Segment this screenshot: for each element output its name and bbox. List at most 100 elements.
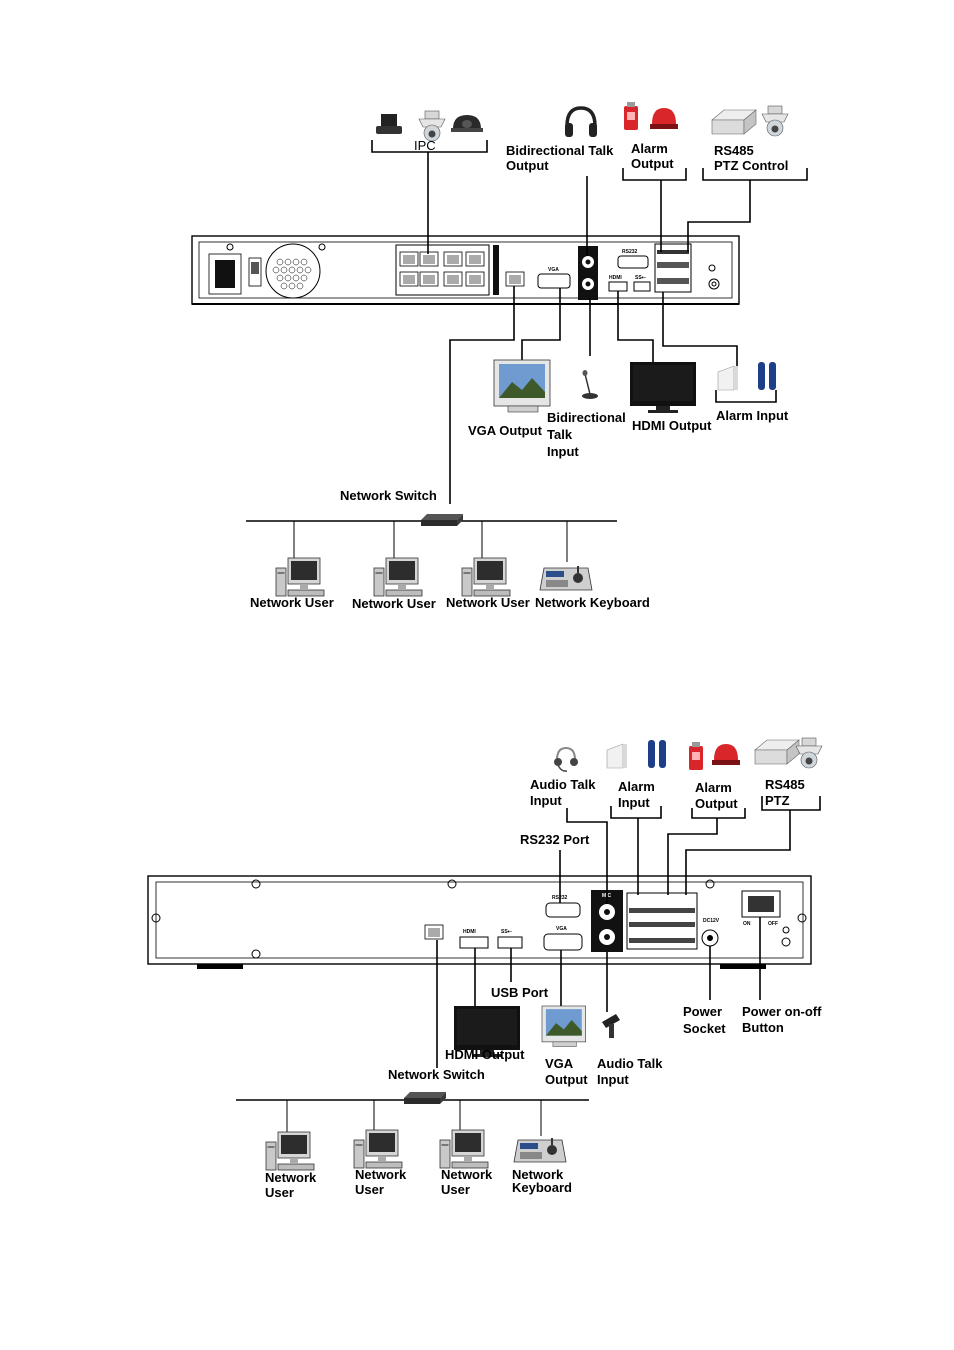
ipc-label: IPC bbox=[414, 138, 436, 153]
alarm-input-label-1: Alarm bbox=[618, 779, 655, 794]
network-switch-icon-2 bbox=[404, 1092, 446, 1104]
talk-input-label-1: Bidirectional bbox=[547, 410, 626, 425]
hdmi-port-label: HDMI bbox=[609, 275, 622, 281]
network-switch-label-1: Network Switch bbox=[340, 488, 437, 503]
vga-port-label-2: VGA bbox=[556, 926, 567, 932]
ptz-decoder-icon bbox=[711, 109, 757, 135]
network-keyboard-label-1: Network Keyboard bbox=[535, 595, 650, 610]
network-user-pc-3 bbox=[461, 557, 511, 597]
ptz-camera-icon bbox=[418, 110, 446, 142]
network-user-label-4b: User bbox=[265, 1185, 294, 1200]
audio-talk-input-top-1: Audio Talk bbox=[530, 777, 596, 792]
network-user-pc-2 bbox=[373, 557, 423, 597]
bullet-camera-icon bbox=[376, 114, 402, 134]
talk-input-label-3: Input bbox=[547, 444, 579, 459]
rs232-port-label-big: RS232 Port bbox=[520, 832, 590, 847]
diagram-1: VGA RS232 HDMI SS⇠ IPC bbox=[191, 102, 808, 611]
usb-port-label-big: USB Port bbox=[491, 985, 549, 1000]
network-user-pc-5 bbox=[353, 1129, 403, 1169]
network-keyboard-icon-1 bbox=[539, 565, 593, 591]
rs232-port-2 bbox=[545, 902, 581, 918]
network-keyboard-label-2b: Keyboard bbox=[512, 1180, 572, 1195]
vga-output-label: VGA Output bbox=[468, 423, 543, 438]
rs232-port-label: RS232 bbox=[622, 249, 638, 255]
pir-detector-icon bbox=[717, 365, 739, 391]
network-user-pc-4 bbox=[265, 1131, 315, 1171]
alarm-output-label-3: Alarm bbox=[695, 780, 732, 795]
network-user-label-5a: Network bbox=[355, 1167, 407, 1182]
network-keyboard-label-2a: Network bbox=[512, 1167, 564, 1182]
ptz-dome-icon-2 bbox=[795, 737, 823, 769]
talk-input-label-2: Talk bbox=[547, 427, 573, 442]
network-user-pc-6 bbox=[439, 1129, 489, 1169]
hdmi-port-1 bbox=[608, 281, 628, 292]
vga-monitor-icon-2 bbox=[541, 1005, 587, 1047]
rs485-label-1: RS485 bbox=[714, 143, 754, 158]
network-user-label-2: Network User bbox=[352, 596, 436, 611]
siren-icon bbox=[650, 108, 678, 129]
network-user-pc-1 bbox=[275, 557, 325, 597]
nvr-rear-panel-2 bbox=[147, 875, 812, 965]
fan-grille bbox=[265, 243, 321, 299]
alarm-box-icon bbox=[624, 102, 638, 130]
usb-port-label-2: SS⇠ bbox=[501, 929, 513, 935]
power-socket-label-1: Power bbox=[683, 1004, 722, 1019]
lan-port-1 bbox=[505, 271, 525, 287]
alarm-input-label-2: Input bbox=[618, 795, 650, 810]
ir-beam-icon-2 bbox=[648, 740, 666, 768]
audio-talk-input-label-2: Input bbox=[597, 1072, 629, 1087]
vga-port-1 bbox=[537, 273, 571, 289]
network-user-label-5b: User bbox=[355, 1182, 384, 1197]
network-switch-label-2: Network Switch bbox=[388, 1067, 485, 1082]
poe-ports bbox=[395, 244, 499, 296]
hdmi-port-label-2: HDMI bbox=[463, 929, 476, 935]
network-user-label-3: Network User bbox=[446, 595, 530, 610]
network-switch-icon-1 bbox=[421, 514, 463, 526]
lan-port-2 bbox=[424, 924, 444, 940]
rs485-label-4: PTZ bbox=[765, 793, 790, 808]
off-label: OFF bbox=[768, 921, 778, 927]
diagram-2: HDMI SS⇠ RS232 VGA MIC DC12V ON OFF A bbox=[147, 737, 823, 1200]
headset-icon bbox=[553, 747, 579, 773]
hdmi-port-2 bbox=[459, 936, 489, 949]
vga-output-label-2b: Output bbox=[545, 1072, 588, 1087]
alarm-terminal-block-2 bbox=[626, 892, 698, 950]
siren-icon-2 bbox=[712, 744, 740, 765]
hdmi-tv-icon bbox=[630, 362, 696, 413]
talk-output-label-2: Output bbox=[506, 158, 549, 173]
hdmi-output-label-2: HDMI Output bbox=[445, 1047, 525, 1062]
vga-port-2 bbox=[543, 933, 583, 951]
desk-mic-icon bbox=[581, 369, 599, 400]
pir-detector-icon-2 bbox=[606, 743, 628, 769]
usb-port-label: SS⇠ bbox=[635, 275, 647, 281]
alarm-output-label-2: Output bbox=[631, 156, 674, 171]
alarm-output-label-1: Alarm bbox=[631, 141, 668, 156]
ptz-dome-icon bbox=[761, 105, 789, 137]
talk-output-label-1: Bidirectional Talk bbox=[506, 143, 614, 158]
dome-camera-icon bbox=[451, 115, 483, 132]
alarm-box-icon-2 bbox=[689, 742, 703, 770]
audio-ports-1 bbox=[578, 246, 598, 300]
power-socket-label-2: Socket bbox=[683, 1021, 726, 1036]
headphones-icon bbox=[563, 106, 599, 139]
vga-monitor-icon bbox=[493, 359, 551, 413]
audio-talk-input-top-2: Input bbox=[530, 793, 562, 808]
on-label: ON bbox=[743, 921, 751, 927]
network-user-label-1: Network User bbox=[250, 595, 334, 610]
network-user-label-6b: User bbox=[441, 1182, 470, 1197]
power-button-label-1: Power on-off bbox=[742, 1004, 822, 1019]
rs485-label-3: RS485 bbox=[765, 777, 805, 792]
alarm-input-label: Alarm Input bbox=[716, 408, 789, 423]
network-user-label-4a: Network bbox=[265, 1170, 317, 1185]
vga-output-label-2a: VGA bbox=[545, 1056, 574, 1071]
vga-port-label: VGA bbox=[548, 267, 559, 273]
usb-port-1 bbox=[633, 281, 651, 292]
network-user-label-6a: Network bbox=[441, 1167, 493, 1182]
ir-beam-icon bbox=[758, 362, 776, 390]
hdmi-output-label: HDMI Output bbox=[632, 418, 712, 433]
rs485-label-2: PTZ Control bbox=[714, 158, 788, 173]
power-button-label-2: Button bbox=[742, 1020, 784, 1035]
dc-label: DC12V bbox=[703, 918, 720, 924]
network-keyboard-icon-2 bbox=[513, 1137, 567, 1163]
